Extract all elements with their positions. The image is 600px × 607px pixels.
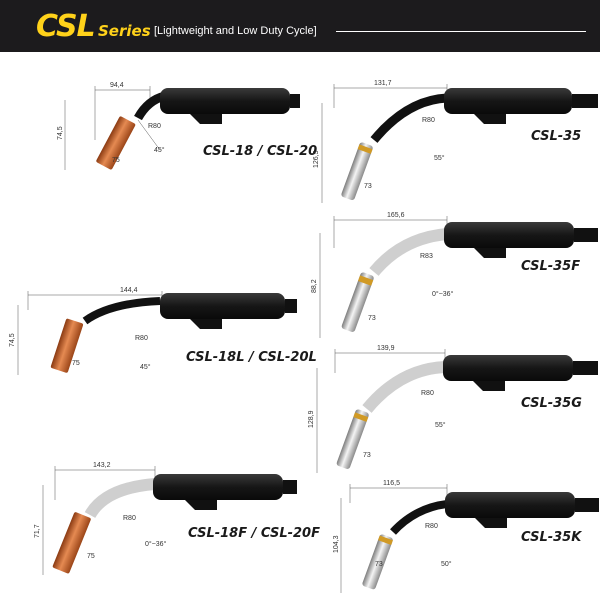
dim-angle: 45°: [154, 146, 165, 154]
dim-radius: R80: [422, 117, 435, 124]
dim-radius: R80: [421, 390, 434, 397]
dim-height: 71,7: [34, 524, 41, 538]
dim-nozzle: 75: [72, 360, 80, 367]
dim-nozzle: 73: [368, 315, 376, 322]
dim-angle: 55°: [435, 421, 446, 429]
model-label: CSL-35: [531, 129, 582, 144]
dim-height: 126,5: [313, 150, 320, 168]
dim-radius: R80: [135, 335, 148, 342]
model-label: CSL-35F: [521, 259, 581, 274]
dim-length: 165,6: [387, 212, 405, 219]
torch-csl-35f: 165,6 88,2 R83 73 0°~36°: [311, 212, 598, 338]
torch-csl-35k: 116,5 104,3 R80 73 50°: [333, 480, 599, 593]
dim-height: 74,5: [9, 333, 16, 347]
torch-csl-35g: 139,9 128,9 R80 73 55°: [308, 345, 598, 473]
dim-angle: 45°: [140, 363, 151, 371]
model-label: CSL-18F / CSL-20F: [188, 526, 320, 541]
dim-nozzle: 75: [87, 553, 95, 560]
model-label: CSL-18L / CSL-20L: [186, 350, 317, 365]
torch-csl-18l-20l: 144,4 74,5 R80 75 45°: [9, 287, 297, 375]
series-subtitle: [Lightweight and Low Duty Cycle]: [154, 25, 317, 37]
dim-height: 104,3: [333, 535, 340, 553]
series-header: CSL Series [Lightweight and Low Duty Cyc…: [0, 0, 600, 52]
dim-length: 143,2: [93, 462, 111, 469]
model-label: CSL-35K: [521, 530, 582, 545]
dim-height: 88,2: [311, 279, 318, 293]
dim-radius: R83: [420, 253, 433, 260]
model-label: CSL-18 / CSL-20: [203, 144, 318, 159]
series-word: Series: [98, 22, 151, 40]
dim-length: 94,4: [110, 82, 124, 89]
dim-height: 128,9: [308, 410, 315, 428]
torch-csl-35: 131,7 126,5 R80 73 55°: [313, 80, 598, 203]
dim-nozzle: 73: [363, 452, 371, 459]
series-code: CSL: [36, 9, 96, 44]
torch-csl-18f-20f: 143,2 71,7 R80 75 0°~36°: [34, 462, 297, 575]
dim-angle: 0°~36°: [432, 290, 454, 298]
dim-nozzle: 73: [375, 561, 383, 568]
dim-angle: 55°: [434, 154, 445, 162]
dim-angle: 0°~36°: [145, 540, 167, 548]
dim-angle: 50°: [441, 560, 452, 568]
dim-nozzle: 75: [112, 157, 120, 164]
dim-radius: R80: [123, 515, 136, 522]
dim-length: 116,5: [383, 480, 400, 487]
dim-length: 144,4: [120, 287, 138, 294]
dim-height: 74,5: [57, 126, 64, 140]
dim-length: 131,7: [374, 80, 392, 87]
model-label: CSL-35G: [521, 396, 582, 411]
dim-radius: R80: [148, 123, 161, 130]
header-rule: [336, 31, 586, 32]
torch-csl-18-20: 94,4 74,5 R80 75 45°: [57, 82, 300, 170]
dim-length: 139,9: [377, 345, 395, 352]
dim-radius: R80: [425, 523, 438, 530]
dim-nozzle: 73: [364, 183, 372, 190]
